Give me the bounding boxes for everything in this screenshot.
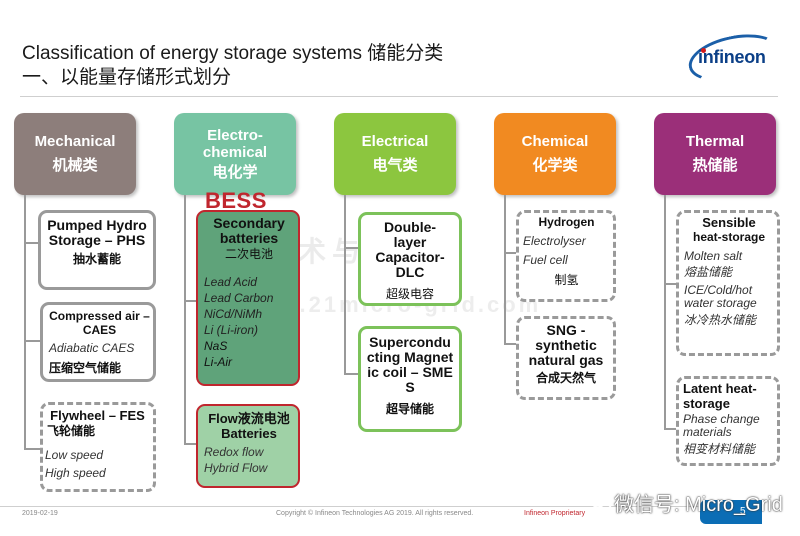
box-label-zh: 二次电池 bbox=[224, 247, 273, 261]
connector-branch bbox=[504, 343, 516, 345]
footer-proprietary: Infineon Proprietary bbox=[524, 510, 586, 517]
logo-dot-icon bbox=[701, 48, 706, 53]
category-label-zh: 化学类 bbox=[532, 157, 578, 174]
box-title: Latent heat-storage bbox=[683, 381, 757, 411]
box-title: Pumped Hydro Storage – PHS bbox=[47, 217, 147, 248]
box-flow-batteries: Flow液流电池 Batteries Redox flow Hybrid Flo… bbox=[196, 404, 300, 488]
box-title: SNG - synthetic natural gas bbox=[528, 322, 604, 368]
connector-branch bbox=[664, 283, 676, 285]
box-item: Hybrid Flow bbox=[204, 461, 268, 475]
box-fes: Flywheel – FES 飞轮储能 Low speed High speed bbox=[40, 402, 156, 492]
box-label-zh: 合成天然气 bbox=[535, 371, 596, 385]
connector-branch bbox=[24, 448, 40, 450]
box-label-zh: 飞轮储能 bbox=[47, 424, 96, 438]
box-label-zh: 制氢 bbox=[554, 273, 579, 287]
box-item: Lead Acid bbox=[204, 275, 257, 289]
box-item: 熔盐储能 bbox=[684, 265, 733, 279]
box-title: Double-layer Capacitor-DLC bbox=[375, 219, 445, 280]
footer-divider bbox=[0, 506, 720, 507]
category-label-en: Chemical bbox=[521, 133, 589, 150]
connector-thermal bbox=[664, 195, 666, 430]
box-title: Sensible bbox=[702, 215, 756, 230]
box-smes: Superconducting Magnetic coil – SMES 超导储… bbox=[358, 326, 462, 432]
box-label-zh: 抽水蓄能 bbox=[72, 252, 121, 266]
connector-branch bbox=[184, 443, 196, 445]
category-label-en: Mechanical bbox=[34, 133, 116, 150]
box-item: ICE/Cold/hot water storage bbox=[684, 283, 757, 310]
box-label-zh: 超导储能 bbox=[385, 402, 434, 416]
page-number: 5 bbox=[740, 506, 746, 517]
page-title: Classification of energy storage systems… bbox=[22, 43, 444, 64]
connector-electrical bbox=[344, 195, 346, 375]
box-item: Adiabatic CAES bbox=[49, 341, 135, 355]
category-chemical: Chemical 化学类 bbox=[494, 113, 616, 195]
category-label-en: Electro-chemical bbox=[202, 126, 268, 161]
box-sensible-heat: Sensible heat-storage Molten salt 熔盐储能 I… bbox=[676, 210, 780, 356]
category-mechanical: Mechanical 机械类 bbox=[14, 113, 136, 195]
box-item: NaS bbox=[204, 339, 228, 353]
box-item: 冰冷热水储能 bbox=[684, 313, 757, 327]
connector-branch bbox=[344, 373, 358, 375]
box-title: Batteries bbox=[221, 426, 277, 441]
box-item: Redox flow bbox=[204, 445, 264, 459]
box-title: Hydrogen bbox=[538, 215, 595, 229]
connector-branch bbox=[664, 428, 676, 430]
category-label-zh: 电气类 bbox=[372, 157, 418, 174]
footer-date: 2019-02-19 bbox=[22, 510, 58, 517]
box-item: Electrolyser bbox=[523, 234, 586, 248]
connector-chemical bbox=[504, 195, 506, 345]
box-title: Secondary batteries bbox=[213, 215, 285, 246]
category-electrical: Electrical 电气类 bbox=[334, 113, 456, 195]
box-phs: Pumped Hydro Storage – PHS 抽水蓄能 bbox=[38, 210, 156, 290]
connector-mechanical bbox=[24, 195, 26, 450]
category-label-en: Electrical bbox=[361, 133, 429, 150]
box-title: Flow液流电池 bbox=[208, 411, 290, 426]
box-item: NiCd/NiMh bbox=[204, 307, 263, 321]
wechat-id-watermark: 微信号: Micro_Grid bbox=[614, 494, 783, 516]
infineon-logo: infineon bbox=[684, 26, 784, 90]
page-number-tab bbox=[700, 500, 762, 524]
box-item: Li (Li-iron) bbox=[204, 323, 259, 337]
category-label-zh: 电化学 bbox=[212, 163, 258, 181]
box-item: Li-Air bbox=[204, 355, 233, 369]
logo-text: infineon bbox=[698, 47, 766, 67]
bess-label: BESS bbox=[205, 188, 267, 213]
box-latent-heat: Latent heat-storage Phase change materia… bbox=[676, 376, 780, 466]
box-dlc: Double-layer Capacitor-DLC 超级电容 bbox=[358, 212, 462, 306]
box-title: Compressed air –CAES bbox=[49, 309, 150, 337]
box-item: Lead Carbon bbox=[204, 291, 274, 305]
box-item: Molten salt bbox=[684, 249, 743, 263]
box-item: Low speed bbox=[45, 448, 104, 462]
wechat-icon bbox=[590, 494, 612, 510]
box-caes: Compressed air –CAES Adiabatic CAES 压缩空气… bbox=[40, 302, 156, 382]
connector-branch bbox=[504, 252, 516, 254]
category-label-zh: 热储能 bbox=[692, 157, 738, 174]
box-hydrogen: Hydrogen Electrolyser Fuel cell 制氢 bbox=[516, 210, 616, 302]
category-electrochemical: Electro-chemical 电化学 bbox=[174, 113, 296, 195]
category-thermal: Thermal 热储能 bbox=[654, 113, 776, 195]
connector-branch bbox=[344, 247, 358, 249]
connector-electrochemical bbox=[184, 195, 186, 445]
title-divider bbox=[20, 96, 778, 97]
box-item: High speed bbox=[45, 466, 106, 480]
footer-copyright: Copyright © Infineon Technologies AG 201… bbox=[276, 510, 474, 517]
box-label-zh: 超级电容 bbox=[385, 287, 434, 301]
connector-branch bbox=[184, 300, 196, 302]
page-subtitle: 一、以能量存储形式划分 bbox=[22, 67, 232, 88]
box-title: Superconducting Magnetic coil – SMES bbox=[366, 334, 454, 395]
box-secondary-batteries: Secondary batteries 二次电池 Lead Acid Lead … bbox=[196, 210, 300, 386]
box-item: Fuel cell bbox=[523, 253, 568, 267]
box-sng: SNG - synthetic natural gas 合成天然气 bbox=[516, 316, 616, 400]
box-item: Phase change materials bbox=[683, 412, 760, 439]
box-title: heat-storage bbox=[692, 230, 766, 244]
box-item: 相变材料储能 bbox=[683, 442, 756, 456]
category-label-en: Thermal bbox=[685, 133, 745, 150]
box-label-zh: 压缩空气储能 bbox=[49, 361, 122, 375]
connector-branch bbox=[24, 340, 40, 342]
box-title: Flywheel – FES bbox=[50, 408, 145, 423]
connector-branch bbox=[24, 242, 38, 244]
category-label-zh: 机械类 bbox=[52, 157, 98, 174]
